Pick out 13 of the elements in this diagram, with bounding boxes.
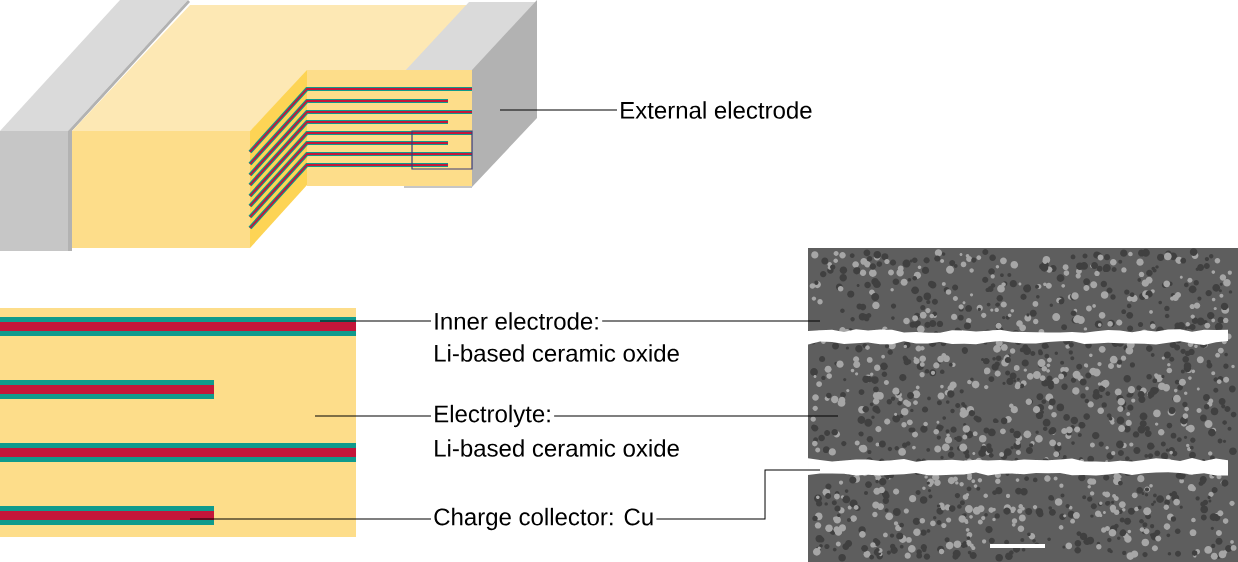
label-text: Li-based ceramic oxide (435, 439, 679, 457)
label-text: Li-based ceramic oxide (435, 344, 679, 362)
leader-line (601, 320, 821, 322)
label-text: Charge collector: Cu (434, 507, 653, 531)
leader-line (499, 109, 618, 111)
leader-line (655, 469, 821, 520)
label-text: External electrode (621, 101, 812, 119)
leader-line (553, 415, 839, 417)
label-text: Inner electrode: (435, 312, 598, 330)
leader-line (319, 320, 432, 322)
leader-line (189, 518, 432, 520)
label-text: Electrolyte: (435, 404, 550, 428)
leader-line (314, 415, 432, 417)
